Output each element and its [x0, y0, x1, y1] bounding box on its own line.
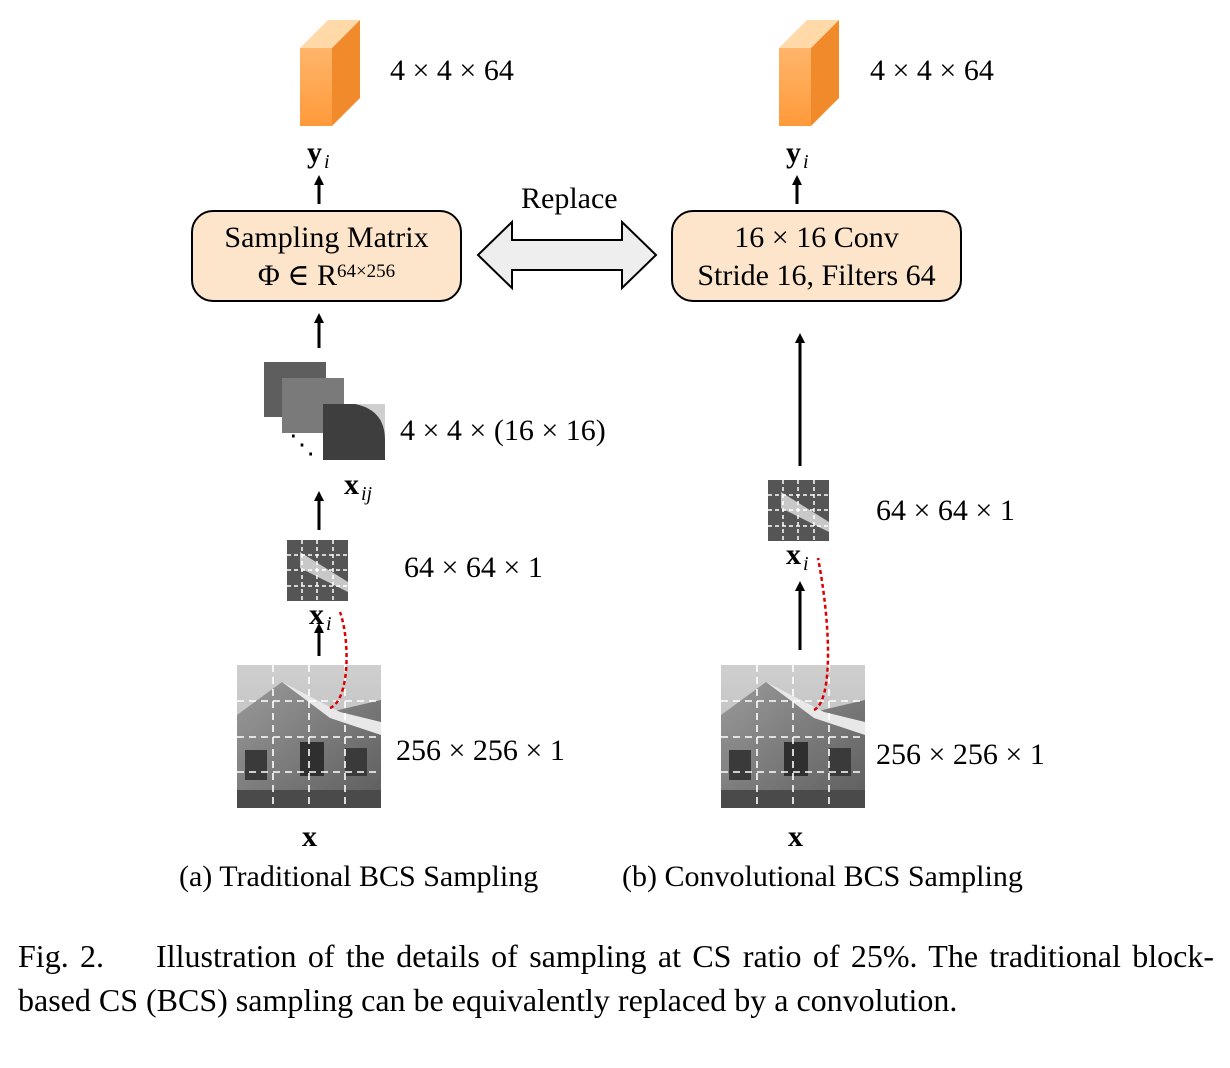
left-block-stack: [264, 362, 385, 460]
left-subcaption: (a) Traditional BCS Sampling: [179, 860, 539, 893]
conv-box-params: Stride 16, Filters 64: [697, 259, 936, 292]
left-house-image: [237, 665, 381, 808]
left-block-dim: 64 × 64 × 1: [404, 551, 543, 584]
sampling-matrix-box: Sampling Matrix Φ ∈ R64×256: [191, 210, 462, 302]
figure-caption-text: Illustration of the details of sampling …: [18, 938, 1215, 1018]
left-block-link: [329, 611, 348, 710]
ellipsis: ⋱: [289, 430, 315, 459]
right-subcaption: (b) Convolutional BCS Sampling: [622, 860, 1023, 893]
right-block-link: [813, 557, 830, 712]
left-output-dim: 4 × 4 × 64: [390, 54, 514, 87]
right-arrows: [792, 175, 805, 650]
right-image-var: x: [788, 820, 803, 853]
left-output-cube: [300, 20, 360, 126]
right-output-dim: 4 × 4 × 64: [870, 54, 994, 87]
figure-caption: Fig. 2.Illustration of the details of sa…: [18, 934, 1214, 1022]
figure-number: Fig. 2.: [18, 938, 105, 974]
right-block-dim: 64 × 64 × 1: [876, 494, 1015, 527]
conv-box-title: 16 × 16 Conv: [734, 221, 899, 254]
left-small-block: [287, 540, 348, 601]
left-image-dim: 256 × 256 × 1: [396, 734, 565, 767]
conv-box: 16 × 16 Conv Stride 16, Filters 64: [671, 210, 962, 302]
right-house-image: [721, 665, 865, 808]
left-image-var: x: [302, 820, 317, 853]
replace-label: Replace: [521, 182, 618, 215]
right-image-dim: 256 × 256 × 1: [876, 738, 1045, 771]
right-small-block: [768, 480, 829, 541]
sampling-matrix-formula: Φ ∈ R64×256: [257, 259, 396, 292]
replace-double-arrow: [476, 219, 658, 291]
sampling-matrix-title: Sampling Matrix: [224, 221, 429, 254]
right-output-cube: [779, 20, 839, 126]
left-blocks-dim: 4 × 4 × (16 × 16): [400, 414, 606, 447]
